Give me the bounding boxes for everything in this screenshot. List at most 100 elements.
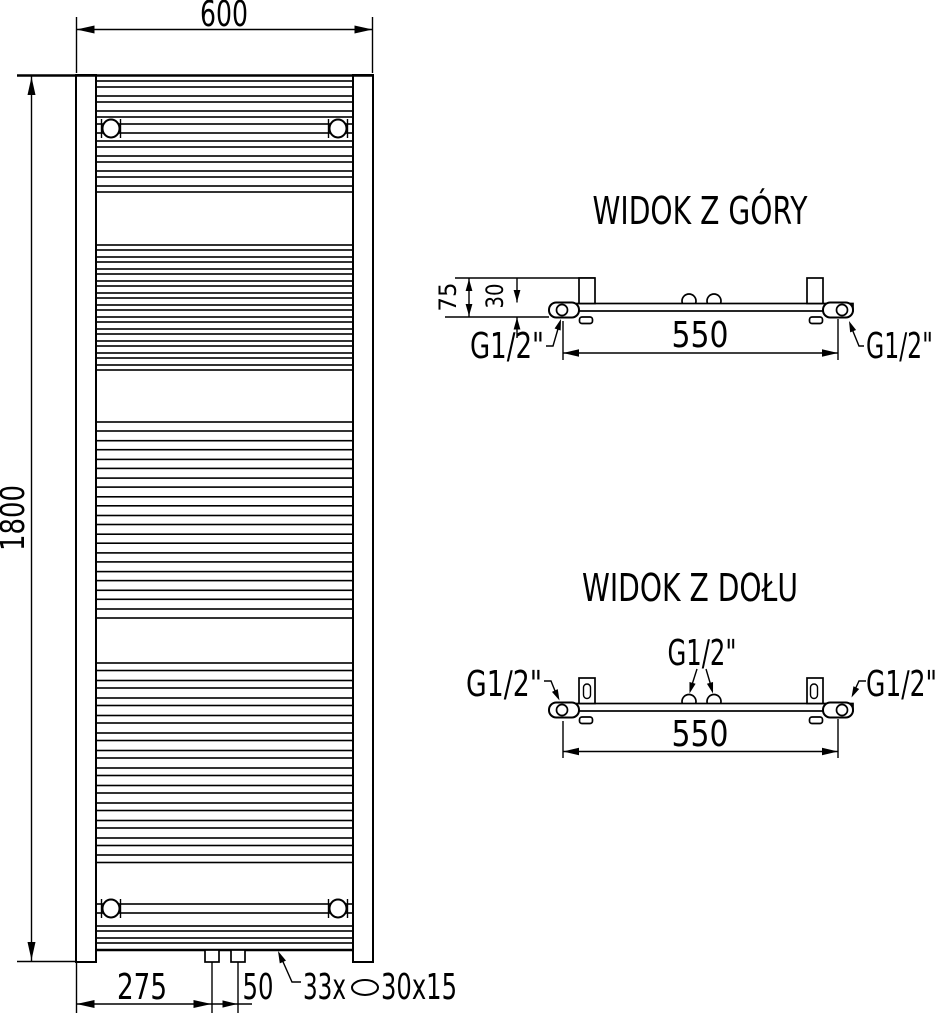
- rung: [94, 421, 355, 432]
- arrowhead: [551, 689, 560, 701]
- left-collector-tube: [75, 74, 97, 963]
- rung: [94, 854, 355, 864]
- rung: [94, 244, 355, 251]
- rung: [94, 714, 355, 724]
- bracket-circle-bottom-right: [328, 898, 348, 919]
- arrowhead: [822, 747, 838, 756]
- dim-label-50: 50: [243, 967, 274, 1008]
- thread-label-bottom-left: G1/2": [466, 664, 542, 705]
- arrowhead: [27, 77, 36, 95]
- arrowhead: [849, 321, 857, 333]
- rung: [94, 697, 355, 707]
- right-bracket-foot-bottom: [808, 716, 824, 725]
- rung: [94, 439, 355, 451]
- rung: [94, 340, 355, 347]
- rung-count-label: 33x: [303, 967, 346, 1008]
- rung: [94, 364, 355, 371]
- arrowhead: [354, 25, 373, 34]
- rung-profile-label: 30x15: [381, 967, 457, 1008]
- arrowhead: [465, 304, 473, 316]
- dim-label-1800: 1800: [0, 485, 32, 551]
- arrowhead: [76, 1000, 95, 1008]
- thread-label-top-right: G1/2": [866, 326, 933, 367]
- right-collector-tube: [352, 74, 374, 963]
- thread-labels-bottom-view: G1/2" G1/2": [466, 664, 937, 705]
- arrowhead: [706, 682, 714, 694]
- rung: [94, 140, 355, 148]
- rung: [94, 802, 355, 812]
- rung: [94, 458, 355, 470]
- top-view-title: WIDOK Z GÓRY: [593, 189, 809, 233]
- rung: [94, 749, 355, 759]
- arrowhead: [689, 682, 696, 694]
- thread-label-center: G1/2": [668, 633, 737, 692]
- bottom-view-title: WIDOK Z DOŁU: [582, 566, 798, 610]
- left-bracket: [578, 277, 596, 305]
- bottom-view: WIDOK Z DOŁU G1/2" G1/2" G1/2": [466, 566, 937, 758]
- rung: [94, 268, 355, 275]
- dimension-arrowheads: [27, 25, 860, 1008]
- rung: [94, 185, 355, 193]
- dim-label-275: 275: [117, 967, 167, 1008]
- rung: [94, 533, 355, 545]
- radiator-profile-bar: [576, 302, 854, 312]
- left-bracket-foot: [578, 316, 594, 325]
- right-bracket-foot: [808, 316, 824, 325]
- bracket-circle-top-right: [328, 118, 348, 139]
- rung: [94, 679, 355, 689]
- left-bracket-slot: [582, 683, 592, 700]
- rung: [94, 495, 355, 507]
- thread-label-bottom-center: G1/2": [668, 633, 737, 674]
- rung: [94, 732, 355, 742]
- arrowhead: [193, 1000, 212, 1008]
- rung: [94, 316, 355, 323]
- right-thread-hole: [835, 303, 849, 317]
- rung: [94, 352, 355, 359]
- arrowhead: [278, 951, 286, 964]
- top-view: WIDOK Z GÓRY 75 30: [434, 189, 933, 367]
- bracket-circle-top-left: [101, 118, 121, 139]
- dimension-width-600: 600: [75, 0, 374, 73]
- dimension-bottom-connections: 275 50: [75, 963, 274, 1013]
- rung: [94, 608, 355, 619]
- thread-label-bottom-right: G1/2": [866, 664, 937, 705]
- left-bracket-foot-bottom: [578, 716, 594, 725]
- arrowhead: [851, 686, 860, 698]
- rung: [94, 256, 355, 263]
- front-view: 600 1800 275 50 33x 30x15: [0, 0, 457, 1013]
- arrowhead: [27, 942, 36, 960]
- arrowhead: [563, 349, 579, 357]
- rung: [94, 925, 355, 932]
- arrowhead: [513, 290, 521, 302]
- rung: [94, 155, 355, 163]
- left-thread-hole-bottom: [555, 703, 569, 717]
- dim-label-600: 600: [200, 0, 248, 35]
- rung: [94, 514, 355, 526]
- arrowhead: [513, 317, 521, 330]
- rung: [94, 903, 355, 914]
- rung: [94, 937, 355, 944]
- rung-profile-annotation: 33x 30x15: [279, 954, 457, 1008]
- dim-label-75: 75: [434, 283, 462, 312]
- rung: [94, 570, 355, 582]
- dim-label-550-top: 550: [672, 315, 729, 356]
- rung: [94, 819, 355, 829]
- dimension-top-550: 550: [562, 315, 839, 360]
- dim-label-30: 30: [481, 284, 509, 309]
- thread-label-top-left: G1/2": [470, 326, 544, 367]
- dimension-bottom-550: 550: [562, 714, 839, 758]
- dimension-height-1800: 1800: [0, 75, 77, 963]
- rung: [94, 589, 355, 601]
- rung: [94, 123, 355, 134]
- arrowhead: [465, 279, 473, 291]
- rung: [94, 328, 355, 335]
- arrowhead: [76, 25, 95, 34]
- right-thread-hole-bottom: [835, 703, 849, 717]
- rung: [94, 662, 355, 672]
- dim-label-550-bottom: 550: [672, 714, 729, 755]
- arrowhead: [563, 747, 579, 756]
- rung-field: [94, 80, 355, 944]
- thread-labels-top-view: G1/2" G1/2": [470, 321, 933, 367]
- rung: [94, 170, 355, 178]
